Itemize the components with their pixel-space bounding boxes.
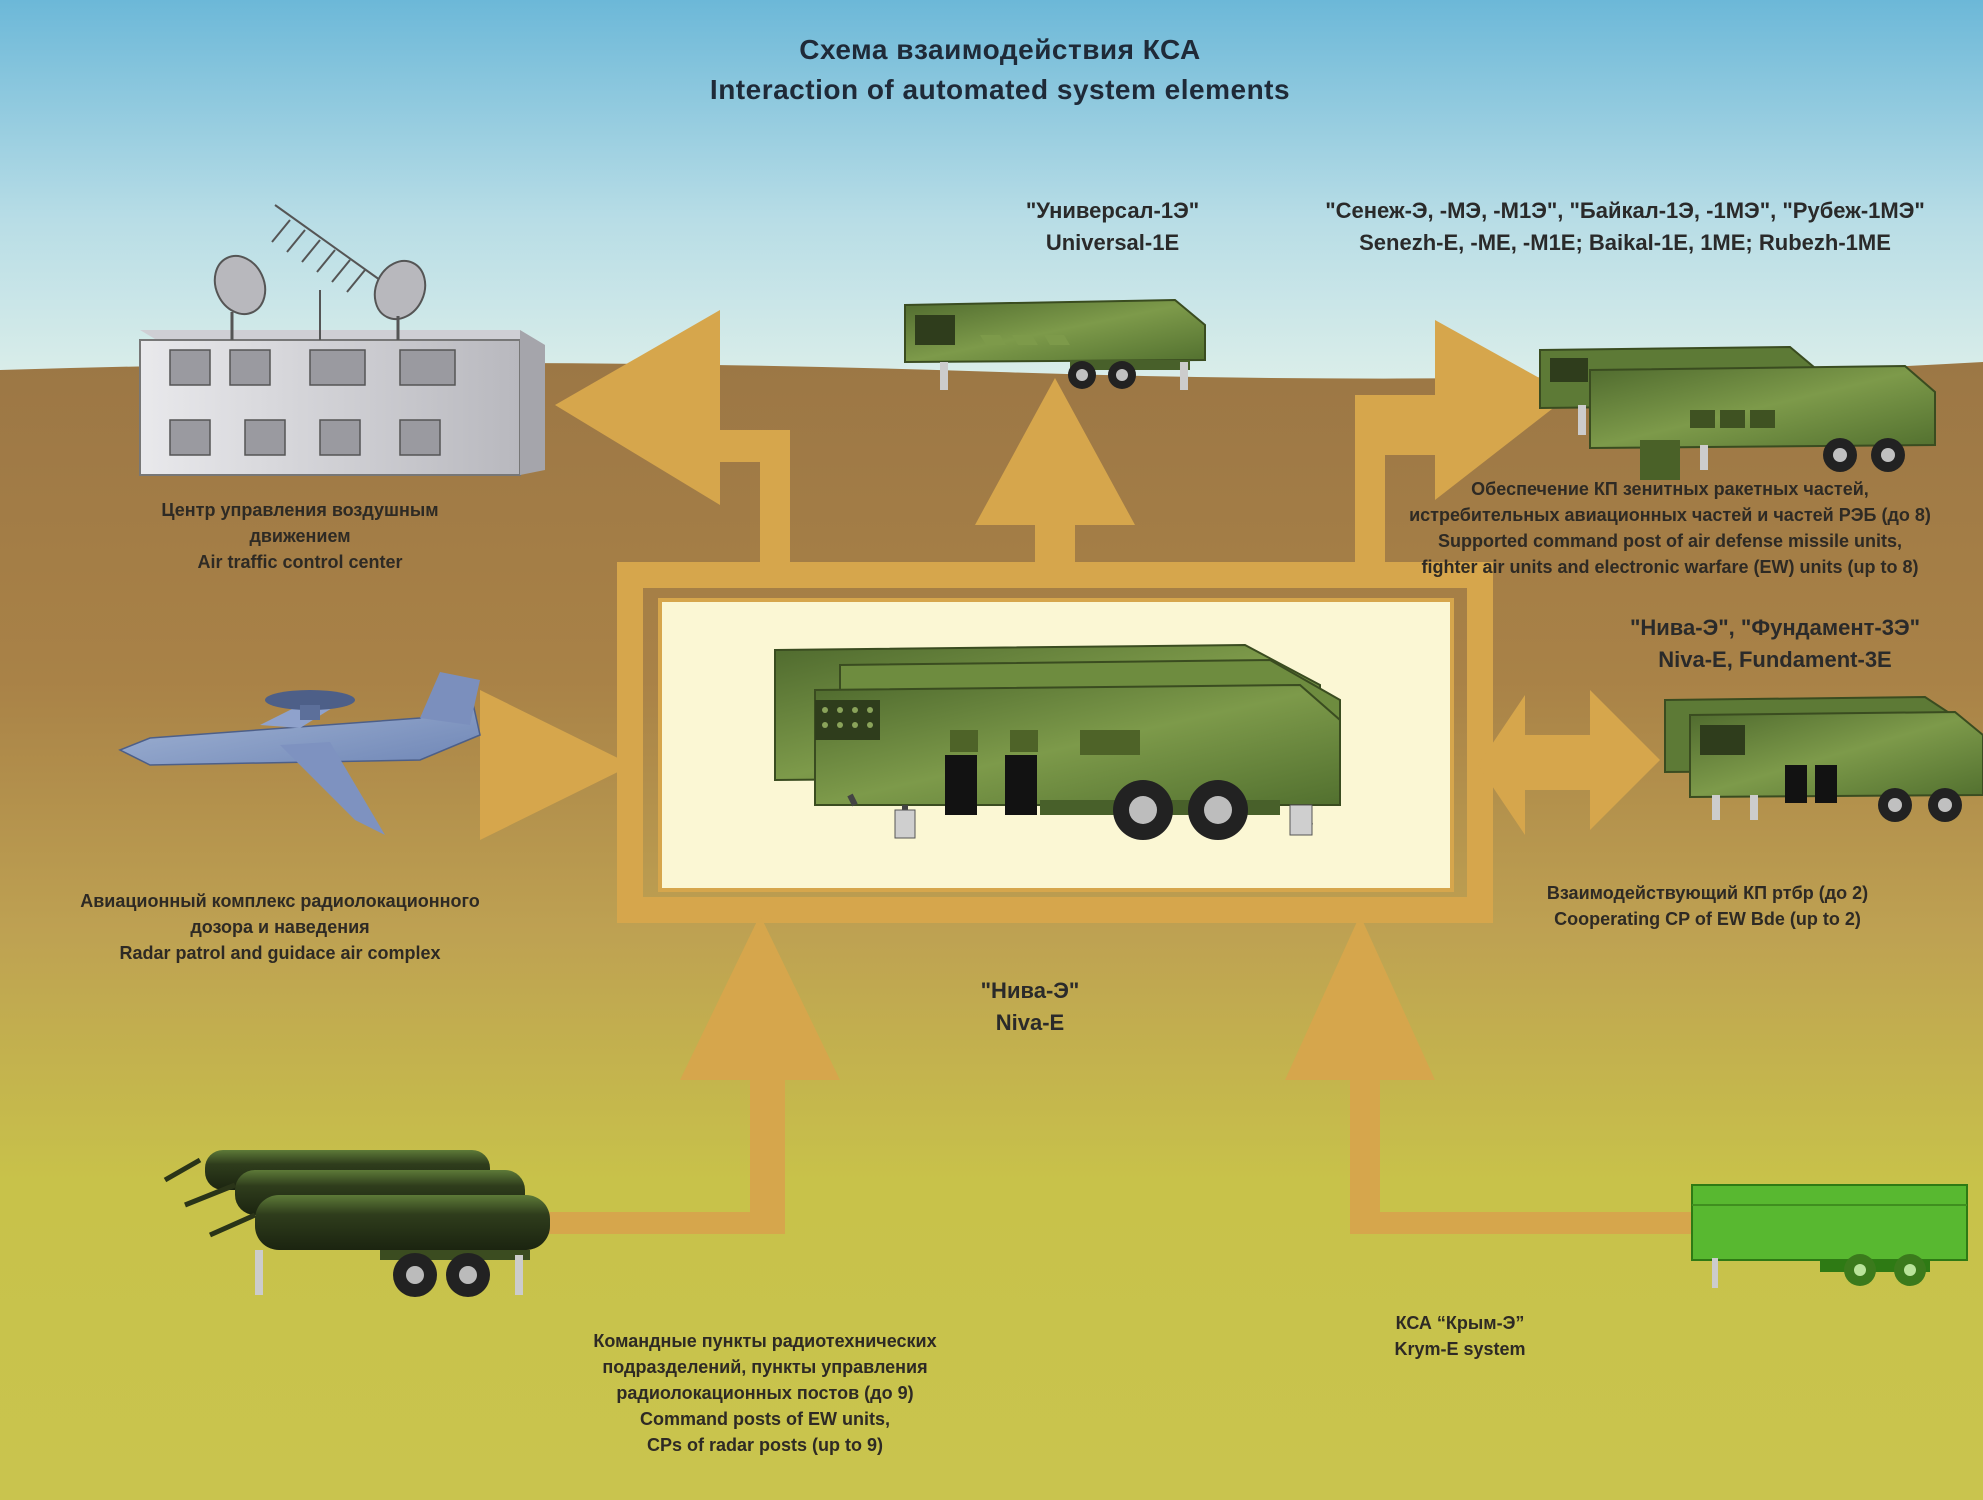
arrow-from-krym (1285, 915, 1435, 1230)
atc-desc-ru-1: Центр управления воздушным (161, 500, 439, 520)
aircraft-desc-ru-2: дозора и наведения (190, 917, 370, 937)
arrow-from-aircraft (480, 690, 632, 840)
center-label: "Нива-Э" Niva-E (930, 975, 1130, 1039)
krym-name-ru: КСА “Крым-Э” (1395, 1313, 1525, 1333)
senezh-label: "Сенеж-Э, -МЭ, -М1Э", "Байкал-1Э, -1МЭ",… (1270, 195, 1980, 259)
page-title: Схема взаимодействия КСА Interaction of … (560, 30, 1440, 110)
niva-fundament-desc-ru: Взаимодействующий КП ртбр (до 2) (1546, 883, 1869, 903)
niva-fundament-desc-en: Cooperating CP of EW Bde (up to 2) (1554, 909, 1861, 929)
senezh-desc-ru-1: Обеспечение КП зенитных ракетных частей, (1471, 479, 1869, 499)
krym-e-vehicle-icon (1691, 1184, 1968, 1288)
ew-posts-desc-en-1: Command posts of EW units, (640, 1409, 890, 1429)
arrow-to-atc (555, 310, 790, 575)
aircraft-desc-ru-1: Авиационный комплекс радиолокационного (80, 891, 480, 911)
universal-1e-vehicle-icon (904, 298, 1206, 390)
niva-fundament-description: Взаимодействующий КП ртбр (до 2) Coopera… (1500, 880, 1915, 932)
center-name-en: Niva-E (995, 1010, 1065, 1035)
arrow-from-ew-posts (680, 915, 840, 1230)
krym-name-en: Krym-E system (1394, 1339, 1526, 1359)
ew-posts-desc-en-2: CPs of radar posts (up to 9) (646, 1435, 884, 1455)
ew-posts-desc-ru-3: радиолокационных постов (до 9) (616, 1383, 914, 1403)
center-name-ru: "Нива-Э" (980, 978, 1080, 1003)
krym-caption: КСА “Крым-Э” Krym-E system (1360, 1310, 1560, 1362)
arrow-to-universal (975, 378, 1135, 575)
niva-fundament-vehicle-icon (1664, 695, 1983, 822)
universal-name-en: Universal-1E (1045, 230, 1180, 255)
title-en: Interaction of automated system elements (709, 74, 1291, 105)
senezh-desc-ru-2: истребительных авиационных частей и част… (1409, 505, 1931, 525)
awacs-aircraft-icon (118, 672, 481, 835)
senezh-desc-en-2: fighter air units and electronic warfare… (1421, 557, 1919, 577)
senezh-name-en: Senezh-E, -ME, -M1E; Baikal-1E, 1ME; Rub… (1359, 230, 1891, 255)
ew-posts-desc-ru-1: Командные пункты радиотехнических (593, 1331, 937, 1351)
niva-fundament-label: "Нива-Э", "Фундамент-3Э" Niva-E, Fundame… (1570, 612, 1980, 676)
aircraft-desc-en: Radar patrol and guidace air complex (119, 943, 441, 963)
niva-fundament-name-ru: "Нива-Э", "Фундамент-3Э" (1629, 615, 1921, 640)
arrow-to-senezh (1355, 320, 1570, 575)
connection-arrows (480, 310, 1660, 1230)
niva-fundament-name-en: Niva-E, Fundament-3E (1658, 647, 1892, 672)
aircraft-caption: Авиационный комплекс радиолокационного д… (60, 888, 500, 966)
atc-desc-en: Air traffic control center (197, 552, 403, 572)
senezh-name-ru: "Сенеж-Э, -МЭ, -М1Э", "Байкал-1Э, -1МЭ",… (1325, 198, 1925, 223)
title-ru: Схема взаимодействия КСА (799, 34, 1201, 65)
senezh-vehicles-icon (1539, 345, 1936, 480)
ew-posts-caption: Командные пункты радиотехнических подраз… (540, 1328, 990, 1458)
atc-caption: Центр управления воздушным движением Air… (120, 497, 480, 575)
senezh-desc-en-1: Supported command post of air defense mi… (1437, 531, 1903, 551)
niva-e-vehicle-icon (774, 643, 1341, 840)
line-krym (1350, 1212, 1695, 1234)
arrow-niva-fundament (1478, 690, 1660, 835)
universal-name-ru: "Универсал-1Э" (1025, 198, 1200, 223)
ew-posts-vehicles-icon (163, 1150, 550, 1297)
senezh-description: Обеспечение КП зенитных ракетных частей,… (1360, 476, 1980, 580)
universal-label: "Универсал-1Э" Universal-1E (940, 195, 1285, 259)
ew-posts-desc-ru-2: подразделений, пункты управления (602, 1357, 928, 1377)
atc-building-icon (139, 204, 545, 476)
line-ew-posts (540, 1212, 785, 1234)
atc-desc-ru-2: движением (249, 526, 351, 546)
